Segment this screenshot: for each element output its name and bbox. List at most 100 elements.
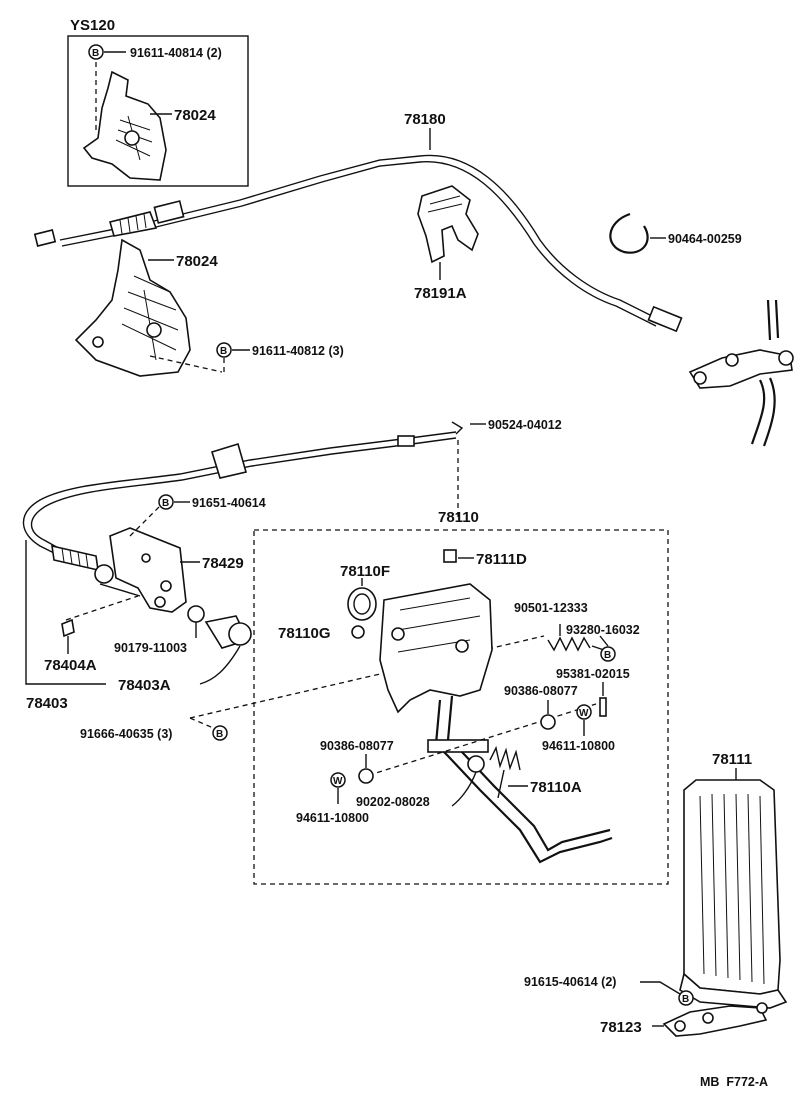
clamp-78191A: 78191A [414,185,479,302]
part-label-95381-02015: 95381-02015 [556,667,630,681]
part-label-91666-40635: 91666-40635 (3) [80,727,172,741]
bolt-badge: B [158,494,174,510]
part-label-78403: 78403 [26,695,68,712]
pin-95381 [599,697,607,717]
throttle-lever [688,349,793,389]
variant-label: YS120 [70,17,115,34]
part-label-91611-40812: 91611-40812 (3) [252,344,344,358]
bolt-badge: B [678,990,694,1006]
part-label-78123: 78123 [600,1019,642,1036]
part-label-78111D: 78111D [476,551,527,568]
spring-leg [497,769,505,799]
pedal-bracket [379,583,493,714]
svg-text:W: W [579,708,589,719]
ys120-inset: YS120 B 91611-40814 (2) 78024 [67,17,249,187]
bushing-78110G [351,625,365,639]
spring-78110A [489,745,521,771]
leader-line [451,771,477,807]
clip-ring [609,212,649,254]
inset-frame [67,35,249,187]
part-label-90179-11003: 90179-11003 [114,641,187,655]
bracket-hole [146,322,162,338]
part-label-94611-10800-left: 94611-10800 [296,811,369,825]
bushing-90202 [467,755,485,773]
upper-cable-sheath [419,154,661,321]
part-label-78110: 78110 [438,509,479,526]
part-label-78191A: 78191A [414,285,467,302]
nut-90179: 90179-11003 [114,605,205,655]
part-label-91651-40614: 91651-40614 [192,496,266,510]
bolt-badge: B [600,646,616,662]
bracket-hole [154,596,166,608]
throttle-knob [778,350,794,366]
svg-text:B: B [162,498,169,509]
part-label-94611-10800-right: 94611-10800 [542,739,615,753]
clamp-detail [427,195,463,213]
inset-bracket-78024 [82,70,167,181]
svg-text:B: B [682,994,689,1005]
diagram-code: MB F772-A [700,1075,768,1089]
part-label-90386-08077-left: 90386-08077 [320,739,394,753]
hinge-pin [756,1002,768,1014]
part-label-91615-40614: 91615-40614 (2) [524,975,616,989]
bracket-bolt [99,583,141,597]
upper-cable-assembly: 78180 [33,111,683,333]
cable-end-hook [451,421,464,435]
bracket-hole [160,580,172,592]
throttle-pin [725,353,739,367]
part-label-90464-00259: 90464-00259 [668,232,742,246]
svg-text:B: B [92,48,99,59]
bolt-leader [189,717,219,731]
adjuster-nut [94,564,114,584]
part-label-78024-inset: 78024 [174,107,216,124]
pedal-assembly-78110: 78110 78111D 78110F 78110G 90501-12333 B [253,509,669,885]
throttle-pivot [693,371,707,385]
part-label-90386-08077-right: 90386-08077 [504,684,578,698]
pedal-arm [434,699,613,864]
svg-text:B: B [604,650,611,661]
pedal-pad-78111: 78111 [679,751,788,1009]
lower-cable-assembly: 90524-04012 [22,418,562,584]
part-label-78403A: 78403A [118,677,171,694]
part-label-90202-08028: 90202-08028 [356,795,430,809]
bushing-78110F [347,587,377,621]
cable-grommet [153,200,185,224]
adjuster-thread [119,213,147,235]
throttle-linkage [688,299,794,447]
cable-adjuster-lower [51,544,99,572]
nut [187,605,205,623]
hinge-78123: 78123 [600,1002,768,1037]
bracket-78024: 78024 B 91611-40812 (3) [74,238,344,377]
part-label-78404A: 78404A [44,657,97,674]
pin-78404A: 78404A 78403 [25,540,139,712]
throttle-rod [750,299,780,447]
stopper-78403A: 78403A [118,615,252,694]
bracket-hole [141,553,151,563]
group-bracket [25,540,106,685]
part-label-78110F: 78110F [340,563,390,580]
part-label-90524-04012: 90524-04012 [488,418,562,432]
inset-bracket-hole [124,130,140,146]
part-label-93280-16032: 93280-16032 [566,623,640,637]
leader-line [640,981,681,995]
lower-cable [22,431,457,557]
bracket-body [74,238,191,377]
bolt-leader [149,355,223,373]
cable-bracket [211,442,248,479]
part-label-90501-12333: 90501-12333 [514,601,588,615]
bracket-hole [455,639,469,653]
part-label-78110A: 78110A [530,779,582,796]
part-label-78111: 78111 [712,751,752,768]
bolt-badge: B [216,342,232,358]
leader-line [599,635,609,647]
spring-90501 [547,636,591,652]
bracket-detail [121,275,179,361]
clamp-body [417,185,479,264]
cable-adjuster [109,211,158,237]
part-label-78110G: 78110G [278,625,331,642]
assembly-frame [253,529,669,885]
pedal-shaft [427,739,489,753]
bolt-91615: 91615-40614 (2) B [524,975,694,1006]
svg-text:B: B [216,729,223,740]
hinge-body [662,1005,768,1037]
